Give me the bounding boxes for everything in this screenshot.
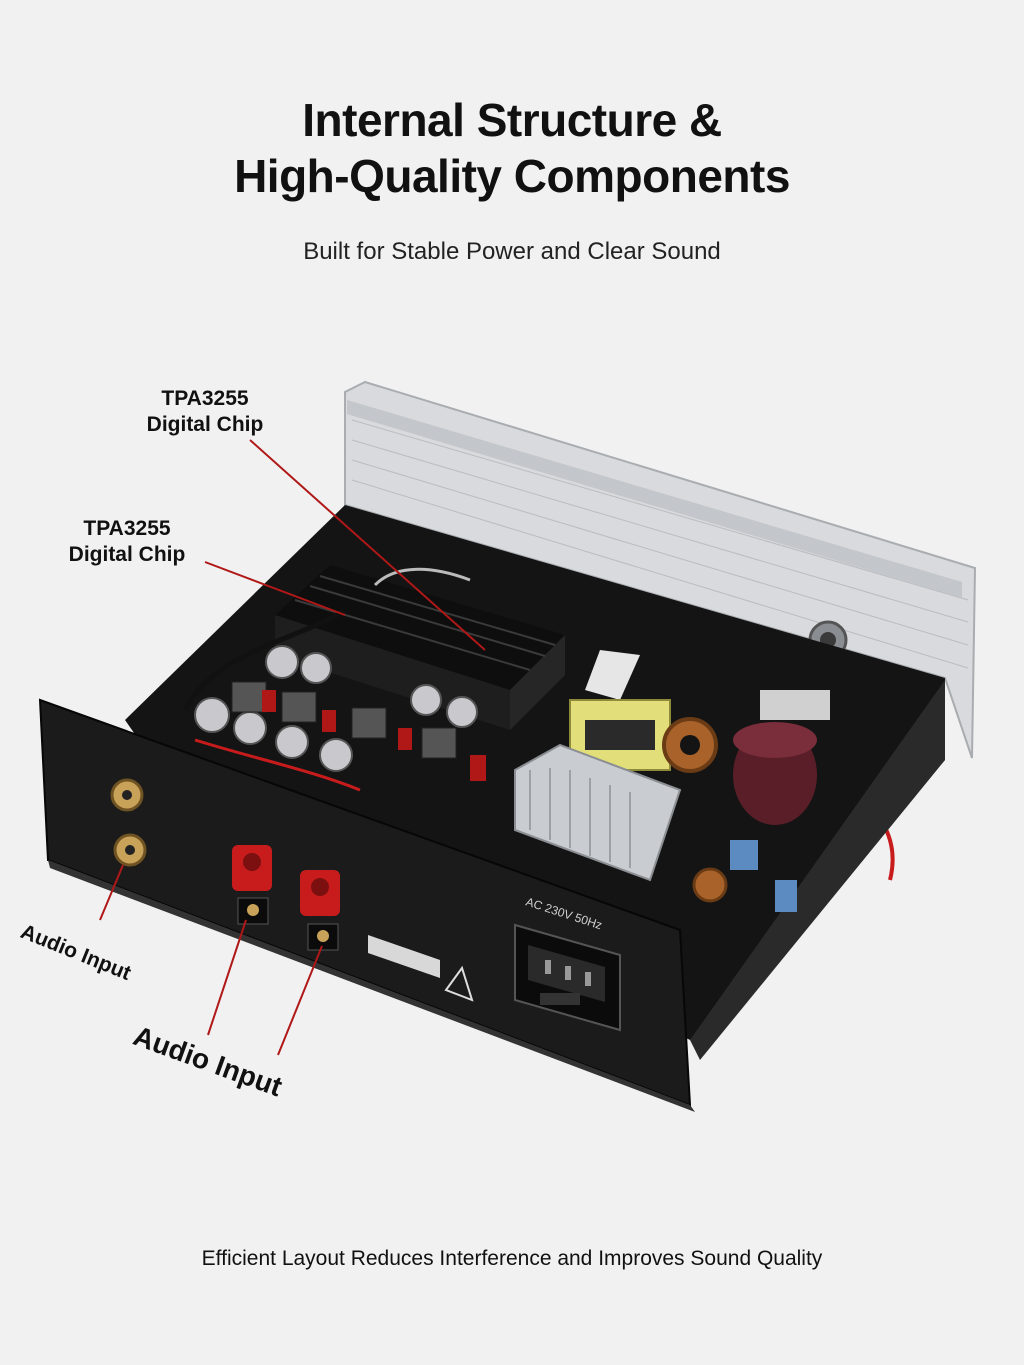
callout-line-audio-1	[99, 864, 124, 921]
silver-heatsink	[514, 743, 682, 882]
callout-chip-1: TPA3255 Digital Chip	[130, 386, 280, 438]
power-supply	[514, 650, 830, 912]
callout-chip-2-line2: Digital Chip	[68, 543, 186, 566]
warning-triangle	[444, 965, 474, 1002]
callout-line-chip-2	[204, 561, 346, 616]
title-line-1: Internal Structure &	[302, 94, 722, 146]
page-title: Internal Structure & High-Quality Compon…	[0, 92, 1024, 204]
callout-chip-2-line1: TPA3255	[83, 517, 171, 540]
chassis-side	[690, 680, 945, 1060]
speaker-terminals	[232, 845, 340, 951]
rear-panel-fins	[351, 419, 969, 669]
rca-input-jacks	[110, 778, 147, 867]
footer-caption: Efficient Layout Reduces Interference an…	[201, 1247, 823, 1270]
callout-chip-1-line2: Digital Chip	[146, 413, 264, 436]
callout-chip-2: TPA3255 Digital Chip	[52, 516, 202, 568]
callout-chip-1-line1: TPA3255	[161, 387, 249, 410]
rear-panel-rail	[347, 400, 962, 598]
callout-line-audio-2b	[277, 945, 323, 1056]
callout-line-chip-1	[249, 439, 486, 651]
inductors	[231, 681, 486, 781]
title-line-2: High-Quality Components	[234, 150, 790, 202]
callout-lines	[99, 439, 486, 1056]
capacitors	[194, 645, 478, 772]
spec-label	[368, 935, 440, 978]
subtitle: Built for Stable Power and Clear Sound	[303, 238, 721, 265]
ac-power-socket	[514, 923, 621, 1032]
callout-line-audio-2a	[207, 919, 247, 1036]
